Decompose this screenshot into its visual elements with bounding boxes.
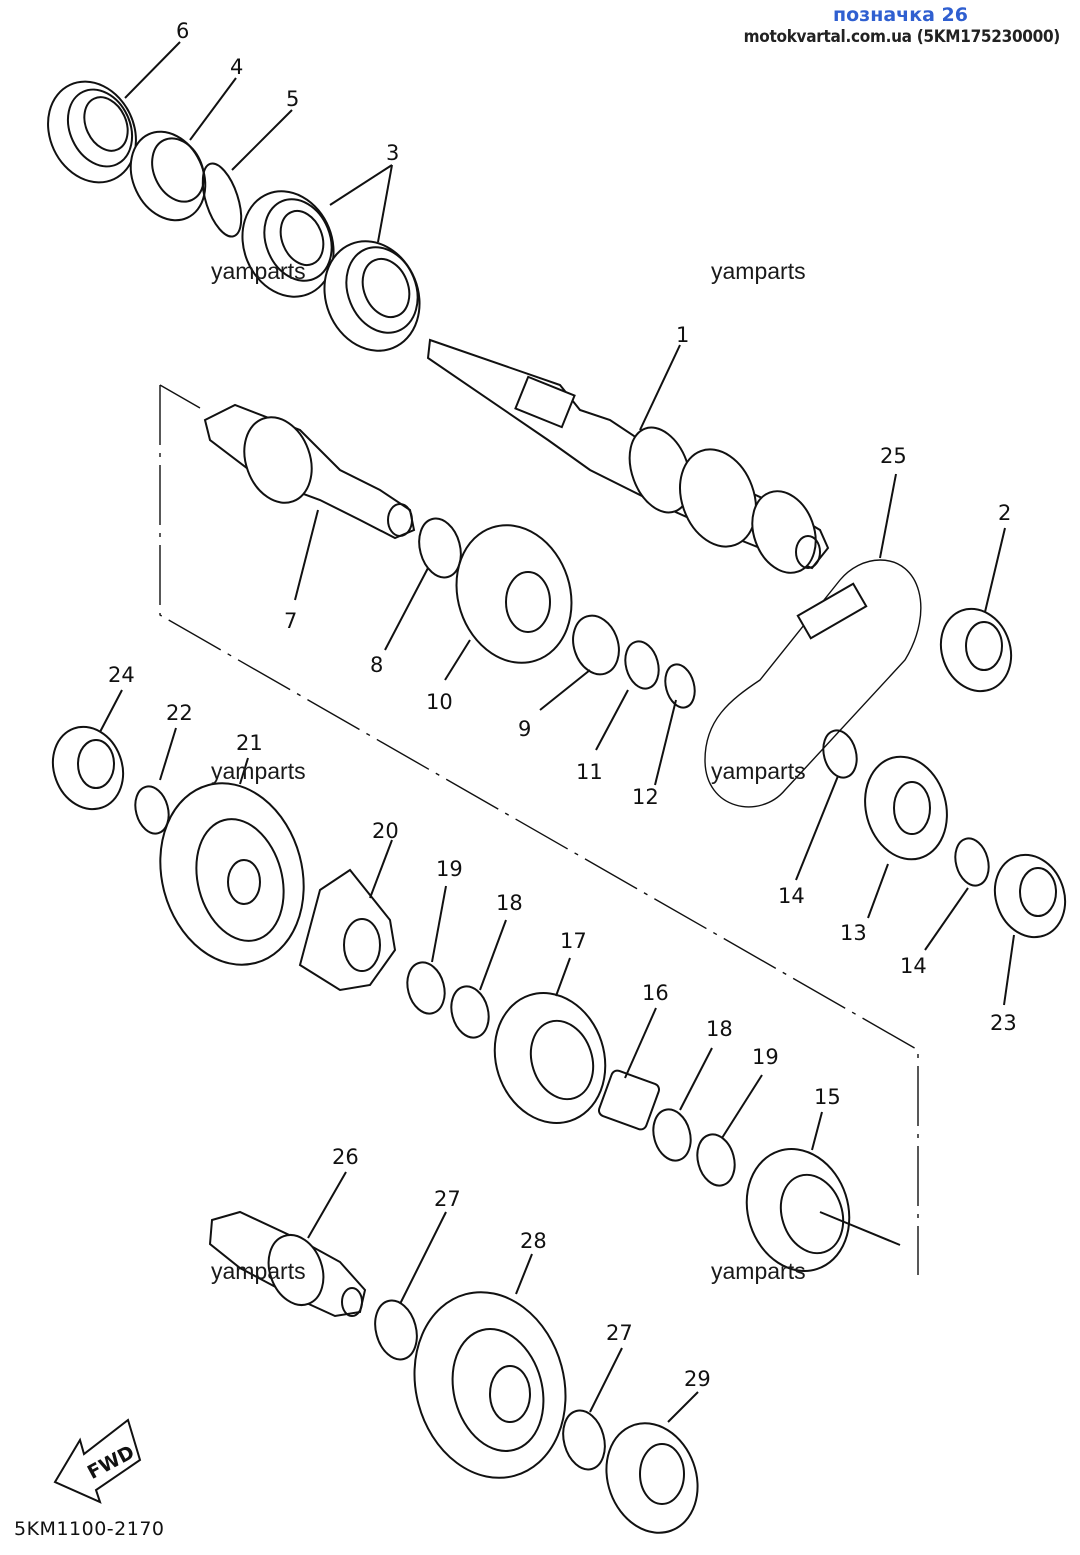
part-18-washer-b (652, 1108, 692, 1162)
callout-21: 21 (236, 731, 263, 755)
watermark-3: yamparts (211, 758, 306, 784)
watermark-2: yamparts (711, 258, 806, 284)
callout-2: 2 (998, 501, 1011, 525)
part-18-washer-a (450, 985, 490, 1039)
callout-17: 17 (560, 929, 587, 953)
fwd-arrow-icon: FWD (53, 1418, 142, 1504)
part-29-bearing (605, 1422, 699, 1534)
part-7-drive-shaft (203, 403, 416, 540)
callout-20: 20 (372, 819, 399, 843)
callout-1: 1 (676, 323, 689, 347)
part-3-bearing-b (323, 240, 421, 352)
callout-25: 25 (880, 444, 907, 468)
part-3-bearing-a (241, 190, 335, 298)
part-16-bushing (597, 1069, 661, 1131)
callout-4: 4 (230, 55, 243, 79)
part-25-chain-links (796, 582, 868, 640)
watermark-4: yamparts (711, 758, 806, 784)
part-5-o-ring (201, 162, 243, 238)
part-14-circlip-b (954, 837, 990, 887)
callout-29: 29 (684, 1367, 711, 1391)
callout-18b: 18 (706, 1017, 733, 1041)
part-11-washer (624, 640, 660, 690)
callout-19a: 19 (436, 857, 463, 881)
callout-16: 16 (642, 981, 669, 1005)
callout-13: 13 (840, 921, 867, 945)
assembly-frame-line (159, 384, 919, 1275)
callout-8: 8 (370, 653, 383, 677)
callout-19b: 19 (752, 1045, 779, 1069)
part-9-needle-bearing (572, 614, 620, 676)
part-27-circlip-b (562, 1409, 606, 1471)
part-6-seal (47, 80, 137, 184)
watermark-5: yamparts (211, 1258, 306, 1284)
part-13-sprocket (864, 755, 948, 861)
part-25-chain (704, 559, 922, 808)
part-20-cam-hub (298, 868, 397, 992)
watermark-6: yamparts (711, 1258, 806, 1284)
part-19-circlip-b (696, 1133, 736, 1187)
callout-27a: 27 (434, 1187, 461, 1211)
header-source: motokvartal.com.ua (5KM175230000) (743, 27, 1061, 47)
callout-22: 22 (166, 701, 193, 725)
part-12-circlip (664, 663, 696, 709)
part-17-gear (493, 992, 607, 1124)
part-2-bearing (939, 607, 1013, 693)
part-4-collar (129, 130, 207, 222)
callout-14a: 14 (778, 884, 805, 908)
part-22-circlip (134, 785, 170, 835)
callout-15: 15 (814, 1085, 841, 1109)
leader-lines (99, 41, 1015, 1423)
part-26-shaft (208, 1210, 367, 1318)
callout-14b: 14 (900, 954, 927, 978)
part-28-gear (413, 1291, 567, 1479)
callout-10: 10 (426, 690, 453, 714)
part-15-clutch-hub (745, 1148, 901, 1272)
part-21-large-gear (159, 782, 305, 966)
callout-23: 23 (990, 1011, 1017, 1035)
callout-12: 12 (632, 785, 659, 809)
callout-9: 9 (518, 717, 531, 741)
callout-28: 28 (520, 1229, 547, 1253)
part-14-circlip-a (822, 729, 858, 779)
part-8-washer (418, 517, 462, 579)
reference-code: 5KM1100-2170 (14, 1518, 165, 1540)
callout-11: 11 (576, 760, 603, 784)
part-23-bearing (993, 853, 1067, 939)
part-10-gear (455, 524, 573, 664)
callout-7: 7 (284, 609, 297, 633)
callout-numbers: 6 4 5 3 1 25 2 7 8 10 9 11 12 24 22 21 2… (108, 19, 1017, 1391)
callout-6: 6 (176, 19, 189, 43)
callout-24: 24 (108, 663, 135, 687)
callout-5: 5 (286, 87, 299, 111)
callout-26: 26 (332, 1145, 359, 1169)
watermark-1: yamparts (211, 258, 306, 284)
part-24-bearing (51, 725, 125, 811)
callout-3: 3 (386, 141, 399, 165)
part-27-circlip-a (374, 1299, 418, 1361)
callout-27b: 27 (606, 1321, 633, 1345)
part-1-main-shaft (426, 338, 830, 574)
header-badge: позначка 26 (833, 4, 968, 26)
part-19-circlip-a (406, 961, 446, 1015)
callout-18a: 18 (496, 891, 523, 915)
